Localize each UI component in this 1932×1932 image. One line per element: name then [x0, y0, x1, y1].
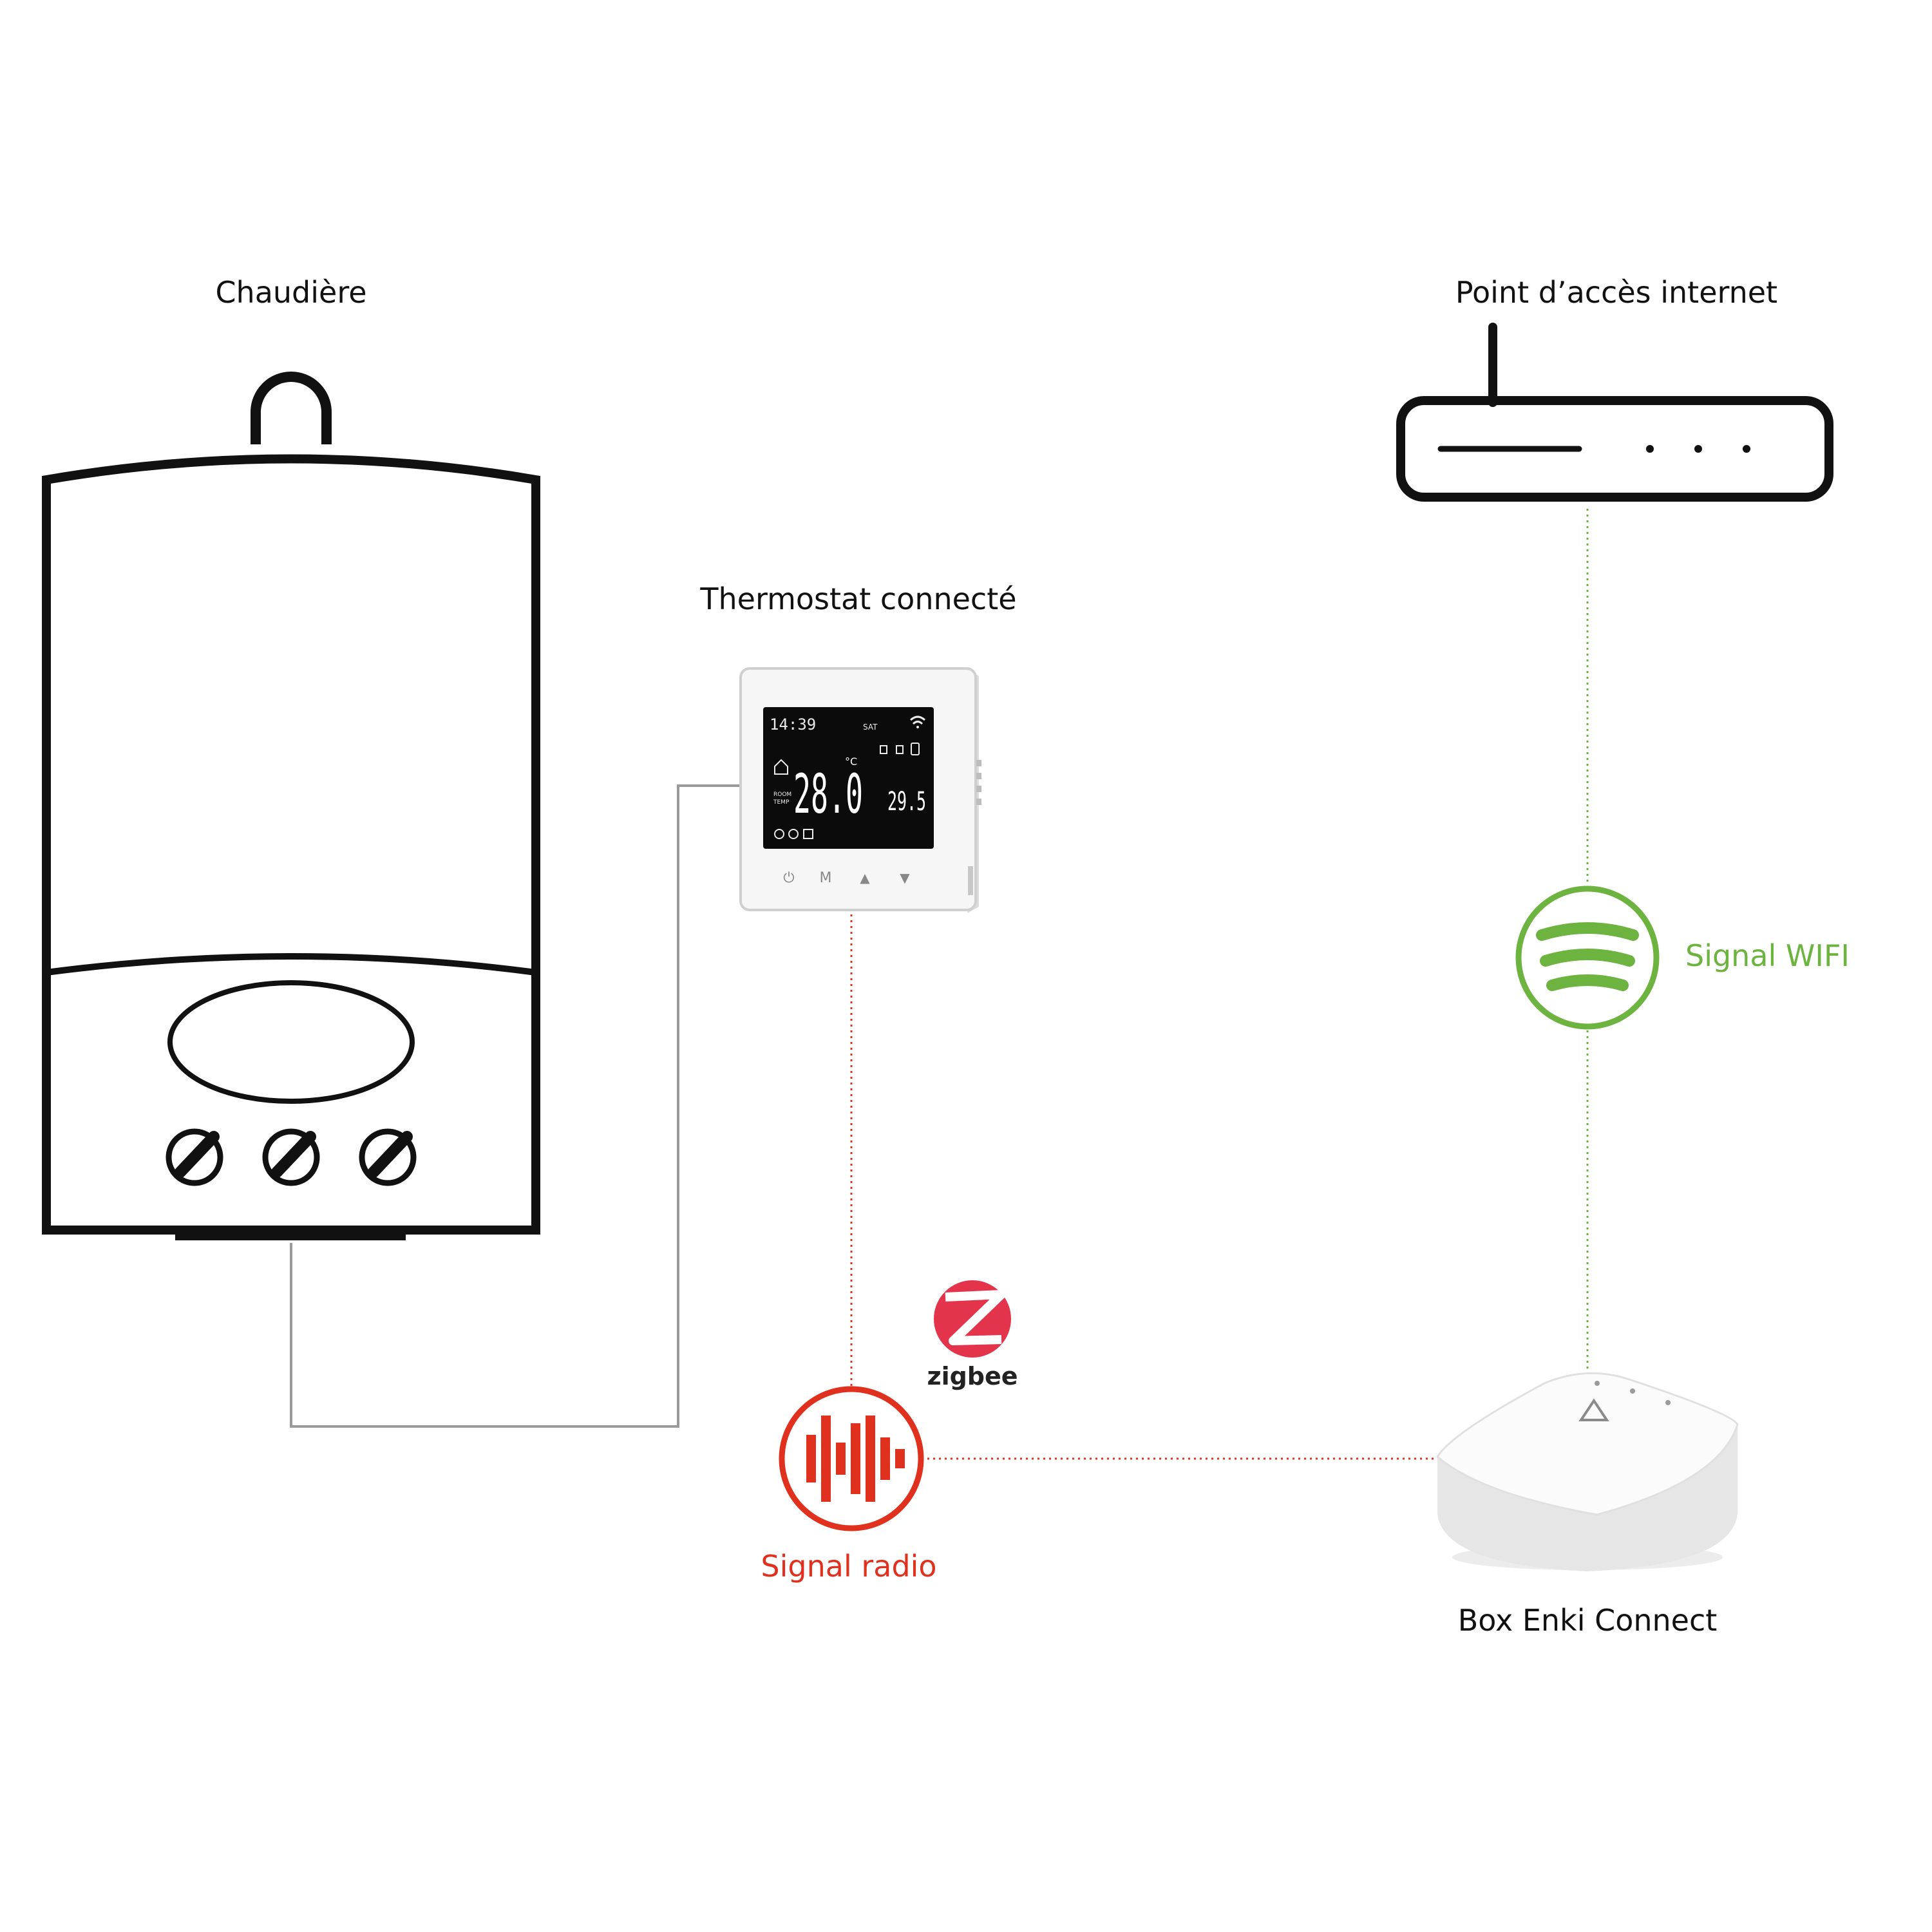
thermostat-mode-button[interactable]: M — [820, 870, 832, 886]
thermostat-down-button[interactable]: ▼ — [900, 870, 910, 886]
boiler-knob — [359, 1128, 417, 1186]
thermostat-room-temp: 28.0 — [793, 762, 863, 826]
thermostat-room-label-2: TEMP — [773, 799, 790, 806]
thermostat-power-button[interactable]: ⏻ — [783, 870, 794, 886]
boiler-knob — [262, 1128, 320, 1186]
zigbee-label: zigbee — [927, 1362, 1018, 1390]
thermostat-up-button[interactable]: ▲ — [860, 870, 870, 886]
router-label: Point d’accès internet — [1455, 275, 1777, 310]
hub-box-icon — [1436, 1372, 1739, 1571]
screen-status-icon — [911, 743, 920, 755]
screen-status-icon — [896, 745, 904, 754]
thermostat-unit: °C — [845, 755, 857, 768]
wifi-icon — [1515, 886, 1660, 1030]
boiler-thermostat-wire — [290, 784, 739, 1428]
wifi-label: Signal WIFI — [1685, 938, 1850, 973]
radio-label: Signal radio — [761, 1549, 936, 1584]
boiler-knob — [166, 1128, 223, 1186]
screen-mode-icon — [774, 829, 784, 839]
thermostat-day: SAT — [863, 723, 878, 732]
thermostat-room-label: ROOM — [773, 791, 791, 798]
zigbee-logo-icon: zigbee — [927, 1280, 1018, 1390]
screen-home-icon — [774, 759, 788, 775]
thermostat-set-temp: 29.5 — [887, 787, 926, 817]
box-label: Box Enki Connect — [1458, 1603, 1718, 1638]
thermostat-icon: 14:39 SAT ROOM TEMP 28.0 °C 29.5 ⏻ M ▲ ▼ — [739, 667, 981, 913]
boiler-icon — [42, 372, 540, 1240]
screen-wifi-icon — [909, 715, 926, 728]
screen-status-icon — [880, 745, 887, 754]
screen-program-icon — [803, 829, 813, 839]
screen-clock-icon — [788, 829, 799, 839]
thermostat-label: Thermostat connecté — [699, 582, 1016, 616]
radio-wave-icon — [779, 1386, 924, 1531]
thermostat-time: 14:39 — [770, 715, 816, 734]
boiler-label: Chaudière — [215, 275, 366, 310]
router-icon — [1396, 323, 1833, 502]
